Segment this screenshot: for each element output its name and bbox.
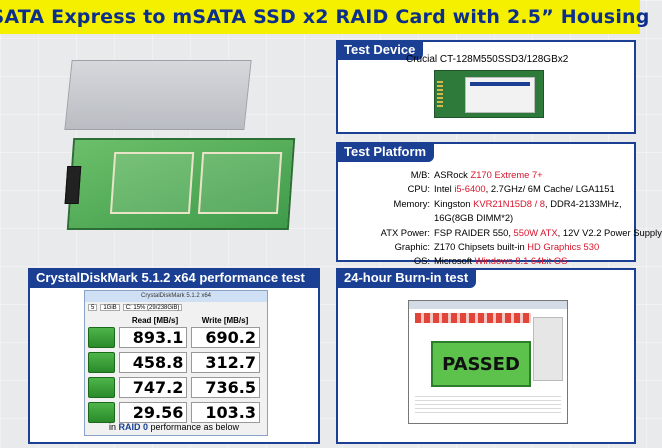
cdm-toolbar: 5 1GiB C: 15% (29/238GiB) <box>85 302 267 313</box>
spec-value: ASRock Z170 Extreme 7+ <box>434 169 543 180</box>
write-value: 736.5 <box>191 377 261 398</box>
cdm-run-button[interactable] <box>88 402 115 423</box>
spec-value: Intel i5-6400, 2.7GHz/ 6M Cache/ LGA1151 <box>434 183 615 195</box>
write-value: 103.3 <box>191 402 261 423</box>
cdm-count-select[interactable]: 5 <box>88 304 98 311</box>
screen-side-panel <box>533 317 563 381</box>
write-header: Write [MB/s] <box>201 316 249 325</box>
sata-express-connector <box>64 166 82 204</box>
cdm-size-select[interactable]: 1GiB <box>100 304 120 311</box>
spec-key: Graphic: <box>394 241 430 253</box>
spec-row: OS: Microsoft Windows 8.1 64bit OS <box>344 254 662 268</box>
device-model: Crucial CT-128M550SSD3/128GBx2 <box>406 54 569 65</box>
spec-list: M/B: ASRock Z170 Extreme 7+ CPU: Intel i5-6… <box>344 168 662 269</box>
product-photo <box>58 52 310 242</box>
cdm-run-button[interactable] <box>88 327 115 348</box>
screen-log <box>415 393 561 415</box>
msata-slot-1 <box>109 152 195 214</box>
passed-label: PASSED <box>442 353 520 375</box>
cdm-footnote: in RAID 0 performance as below <box>108 422 240 432</box>
write-value: 690.2 <box>191 327 261 348</box>
read-value: 29.56 <box>118 402 188 423</box>
spec-key: Memory: <box>393 197 430 209</box>
cdm-drive-select[interactable]: C: 15% (29/238GiB) <box>122 304 183 311</box>
cdm-window-title: CrystalDiskMark 5.1.2 x64 <box>85 291 267 302</box>
test-progress-strip <box>415 313 531 323</box>
spec-row: Graphic: Z170 Chipsets built-in HD Graphi… <box>344 240 662 254</box>
spec-value: FSP RAIDER 550, 550W ATX, 12V V2.2 Power… <box>434 226 662 238</box>
raid-card-board <box>64 138 296 230</box>
test-device-heading: Test Device <box>336 40 424 60</box>
cdm-row: 747.2 736.5 <box>85 375 267 400</box>
msata-ssd-image <box>434 70 544 118</box>
spec-row: M/B: ASRock Z170 Extreme 7+ <box>344 168 662 182</box>
cdm-run-button[interactable] <box>88 377 115 398</box>
burn-in-panel: 24-hour Burn-in test PASSED <box>336 268 636 444</box>
screen-titlebar <box>409 301 567 309</box>
cdm-column-headers: Read [MB/s] Write [MB/s] <box>85 313 267 325</box>
title-banner: SATA Express to mSATA SSD x2 RAID Card w… <box>0 0 649 34</box>
page-title: SATA Express to mSATA SSD x2 RAID Card w… <box>0 6 650 28</box>
spec-key <box>344 211 434 225</box>
spec-value: Z170 Chipsets built-in HD Graphics 530 <box>434 241 600 253</box>
spec-key: ATX Power: <box>380 226 430 238</box>
spec-value: Kingston KVR21N15D8 / 8, DDR4-2133MHz, <box>434 197 622 209</box>
aluminum-housing <box>64 60 252 130</box>
spec-value: Microsoft Windows 8.1 64bit OS <box>434 255 568 267</box>
spec-row: CPU: Intel i5-6400, 2.7GHz/ 6M Cache/ LGA… <box>344 182 662 196</box>
spec-row: ATX Power: FSP RAIDER 550, 550W ATX, 12V … <box>344 226 662 240</box>
cdm-row: 458.8 312.7 <box>85 350 267 375</box>
cdm-row: 893.1 690.2 <box>85 325 267 350</box>
passed-badge: PASSED <box>431 341 531 387</box>
read-value: 458.8 <box>118 352 188 373</box>
test-platform-panel: Test Platform M/B: ASRock Z170 Extreme 7+… <box>336 142 662 266</box>
read-value: 747.2 <box>118 377 188 398</box>
spec-value: 16G(8GB DIMM*2) <box>434 212 514 224</box>
cdm-window: CrystalDiskMark 5.1.2 x64 5 1GiB C: 15% … <box>84 290 268 436</box>
burn-in-screenshot: PASSED <box>408 300 568 424</box>
read-value: 893.1 <box>118 327 188 348</box>
write-value: 312.7 <box>191 352 261 373</box>
burn-in-heading: 24-hour Burn-in test <box>336 268 477 288</box>
spec-key: OS: <box>413 255 430 267</box>
msata-slot-2 <box>197 152 283 214</box>
test-device-panel: Test Device Crucial CT-128M550SSD3/128GB… <box>336 40 636 134</box>
cdm-row: 29.56 103.3 <box>85 400 267 425</box>
ssd-pins <box>437 81 443 109</box>
spec-key: M/B: <box>410 169 430 180</box>
raid-mode: RAID 0 <box>118 422 148 432</box>
cdm-run-button[interactable] <box>88 352 115 373</box>
cdm-panel: CrystalDiskMark 5.1.2 x64 performance te… <box>28 268 320 444</box>
test-platform-heading: Test Platform <box>336 142 435 162</box>
ssd-label-sticker <box>465 77 535 113</box>
spec-row: 16G(8GB DIMM*2) <box>344 211 662 225</box>
spec-row: Memory: Kingston KVR21N15D8 / 8, DDR4-213… <box>344 197 662 211</box>
cdm-heading: CrystalDiskMark 5.1.2 x64 performance te… <box>28 268 320 288</box>
spec-key: CPU: <box>407 183 430 195</box>
read-header: Read [MB/s] <box>131 316 179 325</box>
